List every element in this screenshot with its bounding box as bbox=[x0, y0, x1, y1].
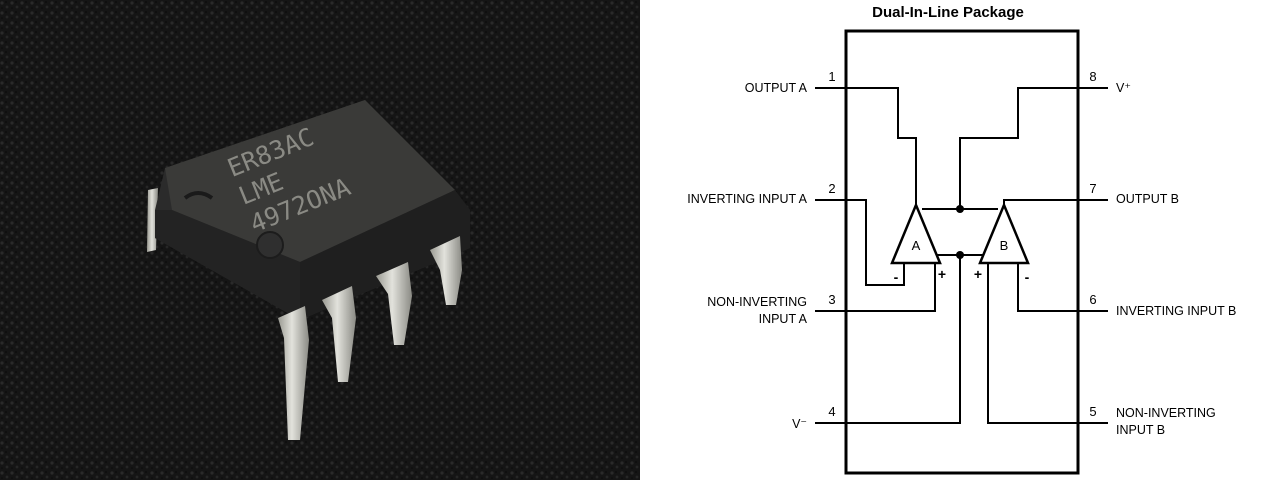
pin-number-6: 6 bbox=[1089, 292, 1096, 307]
pinout-diagram: Dual-In-Line Package bbox=[640, 0, 1280, 480]
pin-label-1: OUTPUT A bbox=[745, 81, 808, 95]
pin-number-5: 5 bbox=[1089, 404, 1096, 419]
pin-label-5-line1: NON-INVERTING bbox=[1116, 406, 1216, 420]
chip-body bbox=[155, 100, 470, 320]
amplifier-a-plus: + bbox=[938, 266, 946, 282]
chip-photo: ER83AC LME 4972ONA bbox=[0, 0, 640, 480]
pin-label-2: INVERTING INPUT A bbox=[687, 192, 807, 206]
amplifier-b-label: B bbox=[1000, 238, 1009, 253]
junction-dot-vplus bbox=[956, 205, 964, 213]
pin-label-5-line2: INPUT B bbox=[1116, 423, 1165, 437]
pin-number-1: 1 bbox=[828, 69, 835, 84]
amplifier-b-symbol bbox=[978, 201, 1030, 265]
pin-label-8: V⁺ bbox=[1116, 81, 1131, 95]
chip-front-pins bbox=[278, 236, 462, 440]
pin-label-3-line1: NON-INVERTING bbox=[707, 295, 807, 309]
pin-label-4: V⁻ bbox=[792, 417, 807, 431]
amplifier-b-minus: - bbox=[1025, 269, 1030, 285]
pin-number-7: 7 bbox=[1089, 181, 1096, 196]
pin-label-7: OUTPUT B bbox=[1116, 192, 1179, 206]
diagram-title: Dual-In-Line Package bbox=[872, 4, 1024, 21]
notch bbox=[183, 191, 214, 200]
package-outline bbox=[844, 29, 1080, 475]
amplifier-a-symbol bbox=[890, 201, 942, 265]
amplifier-a-minus: - bbox=[894, 269, 899, 285]
pinout-svg: Dual-In-Line Package bbox=[687, 4, 1236, 475]
pin-label-3-line2: INPUT A bbox=[759, 312, 808, 326]
pin-number-3: 3 bbox=[828, 292, 835, 307]
amplifier-b-plus: + bbox=[974, 266, 982, 282]
pin-number-2: 2 bbox=[828, 181, 835, 196]
pin-number-4: 4 bbox=[828, 404, 835, 419]
chip-photo-illustration: ER83AC LME 4972ONA bbox=[0, 0, 640, 480]
junction-dot-vminus bbox=[956, 251, 964, 259]
pin-number-8: 8 bbox=[1089, 69, 1096, 84]
amplifier-a-label: A bbox=[912, 238, 921, 253]
pin-label-6: INVERTING INPUT B bbox=[1116, 304, 1236, 318]
pin1-indent bbox=[256, 231, 284, 259]
